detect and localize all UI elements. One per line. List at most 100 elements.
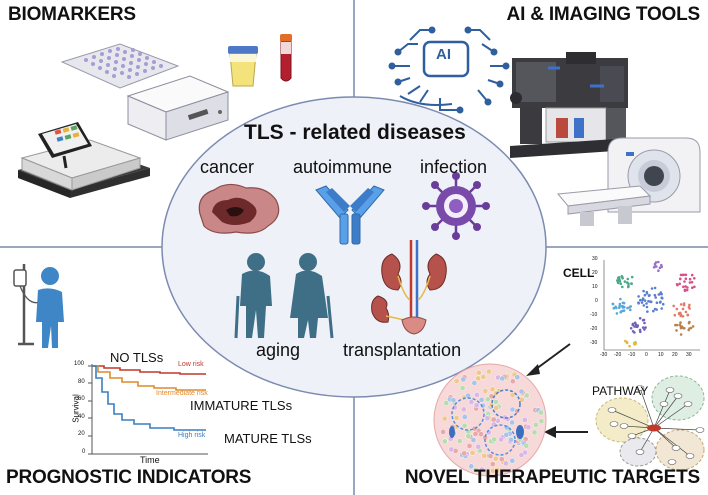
cell-dot <box>448 446 455 453</box>
cell-network-icon <box>433 363 547 477</box>
no-tls-curve <box>92 365 206 375</box>
tsne-point <box>679 303 683 306</box>
tsne-point <box>660 263 663 267</box>
tsne-point <box>620 304 624 308</box>
tsne-point <box>637 301 640 305</box>
tsne-point <box>688 303 691 307</box>
tsne-point <box>619 297 622 301</box>
tsne-point <box>633 331 636 334</box>
tsne-point <box>655 308 658 311</box>
cell-dot <box>489 461 496 467</box>
tsne-point <box>683 327 686 330</box>
y-tick-20: 20 <box>78 431 85 437</box>
tsne-point <box>620 275 624 278</box>
cell-dot <box>473 402 480 409</box>
tsne-point <box>682 285 685 289</box>
tsne-point-cloud <box>611 260 696 348</box>
cell-dot <box>470 437 477 443</box>
cell-dot <box>493 405 500 411</box>
tsne-point <box>623 280 627 283</box>
disease-label-infection: infection <box>420 157 488 177</box>
survival-chart-axes <box>88 364 208 455</box>
tsne-point <box>678 282 681 286</box>
tsne-point <box>628 306 631 309</box>
tsne-axes <box>603 260 700 351</box>
tsne-point <box>619 282 623 286</box>
tsne-point <box>653 286 657 290</box>
tsne-point <box>646 310 649 313</box>
tsne-point <box>681 307 685 311</box>
cell-dot <box>518 388 525 395</box>
disease-label-transplantation: transplantation <box>343 340 462 360</box>
cell-dot <box>471 380 478 386</box>
cell-dot <box>538 418 545 425</box>
tsne-point <box>693 277 696 280</box>
cell-dot <box>509 406 516 413</box>
tsne-point <box>643 293 647 297</box>
tsne-point <box>690 273 694 277</box>
tsne-point <box>675 307 679 311</box>
tsne-point <box>679 314 682 318</box>
tsne-point <box>615 312 619 315</box>
tsne-point <box>611 302 615 306</box>
cell-dot <box>522 417 528 423</box>
cell-dot <box>478 431 484 438</box>
cell-dot <box>498 456 505 463</box>
tsne-point <box>648 300 652 303</box>
tsne-point <box>675 283 679 286</box>
cell-dot <box>491 436 497 443</box>
tsne-point <box>634 342 637 346</box>
tsne-point <box>621 301 625 305</box>
tsne-point <box>641 298 644 302</box>
biomarkers-title: BIOMARKERS <box>8 4 136 25</box>
tsne-y-tick-m10: -10 <box>590 312 598 318</box>
tsne-point <box>629 327 633 330</box>
cell-dot <box>460 406 467 413</box>
tsne-point <box>627 282 630 286</box>
tsne-point <box>629 308 632 312</box>
tsne-point <box>638 328 642 332</box>
tsne-point <box>657 260 660 264</box>
tsne-point <box>687 321 691 325</box>
patient-iv-icon <box>13 264 64 348</box>
cell-dot <box>514 374 521 381</box>
tsne-point <box>675 329 678 332</box>
tsne-point <box>691 286 694 290</box>
analyzer-icon <box>18 122 150 198</box>
tsne-point <box>645 305 649 309</box>
tsne-point <box>616 281 620 285</box>
cell-dot <box>475 375 482 382</box>
cell-dot <box>518 452 525 458</box>
tsne-point <box>641 326 645 329</box>
cell-dot <box>480 373 487 380</box>
tsne-point <box>686 286 689 289</box>
cell-dot <box>461 450 468 457</box>
cell-dot <box>459 385 466 391</box>
tsne-point <box>677 312 681 316</box>
tsne-point <box>673 313 677 317</box>
cell-dot <box>489 386 496 393</box>
cell-dot <box>442 438 448 445</box>
antibody-icon <box>315 185 385 245</box>
tsne-point <box>625 341 629 345</box>
cell-dot <box>498 436 504 443</box>
tsne-point <box>618 306 621 310</box>
pathway-network-icon <box>595 375 705 471</box>
tsne-point <box>693 285 696 289</box>
immature-tls-label: IMMATURE TLSs <box>190 398 293 413</box>
tsne-point <box>690 280 694 284</box>
tsne-point <box>627 284 630 288</box>
tsne-point <box>621 285 624 289</box>
cell-dot <box>525 424 532 431</box>
tsne-point <box>679 321 682 324</box>
tsne-y-tick-30: 30 <box>592 256 598 262</box>
tsne-x-tick-10: 10 <box>658 352 664 358</box>
tsne-point <box>657 269 660 273</box>
tsne-point <box>655 301 659 305</box>
tsne-point <box>631 323 635 327</box>
cell-dot <box>486 368 492 375</box>
cell-dot <box>523 392 530 399</box>
cancer-tumor-icon <box>198 183 280 234</box>
cell-dot <box>509 392 516 399</box>
cell-dot <box>487 453 494 459</box>
